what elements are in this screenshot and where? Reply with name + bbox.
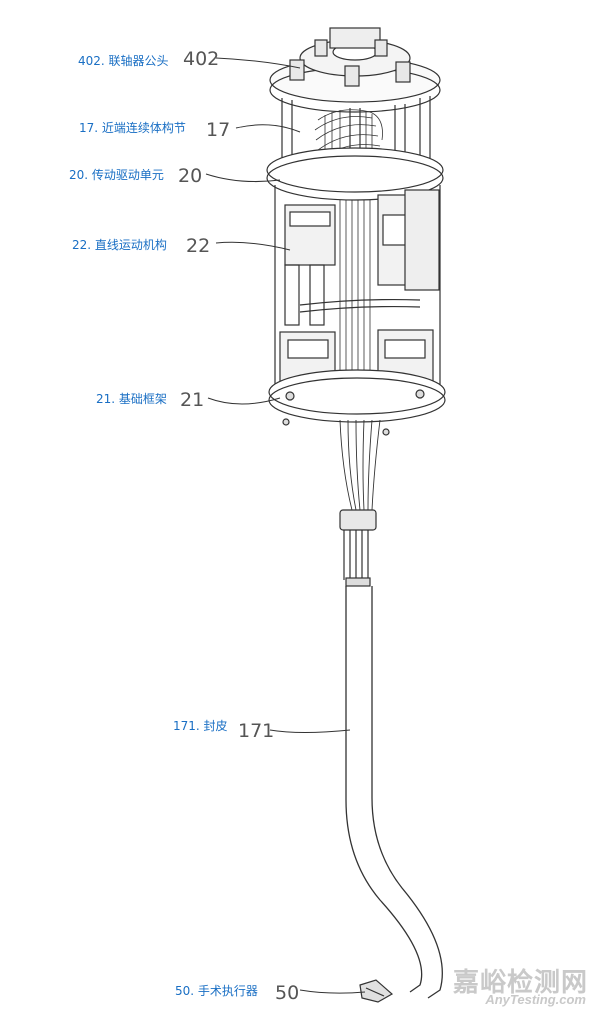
number-20: 20 <box>178 165 202 187</box>
number-22: 22 <box>186 235 210 257</box>
label-21: 21. 基础框架 <box>96 392 167 406</box>
label-17: 17. 近端连续体构节 <box>79 121 186 135</box>
watermark-cn: 嘉峪检测网 <box>452 968 588 998</box>
label-50: 50. 手术执行器 <box>175 984 258 998</box>
number-402: 402 <box>183 48 219 70</box>
number-50: 50 <box>275 982 299 1004</box>
watermark-en: AnyTesting.com <box>485 992 586 1007</box>
number-21: 21 <box>180 389 204 411</box>
label-20: 20. 传动驱动单元 <box>69 168 164 182</box>
label-171: 171. 封皮 <box>173 719 228 733</box>
number-171: 171 <box>238 720 274 742</box>
label-22: 22. 直线运动机构 <box>72 238 167 252</box>
label-402: 402. 联轴器公头 <box>78 54 169 68</box>
number-17: 17 <box>206 119 230 141</box>
